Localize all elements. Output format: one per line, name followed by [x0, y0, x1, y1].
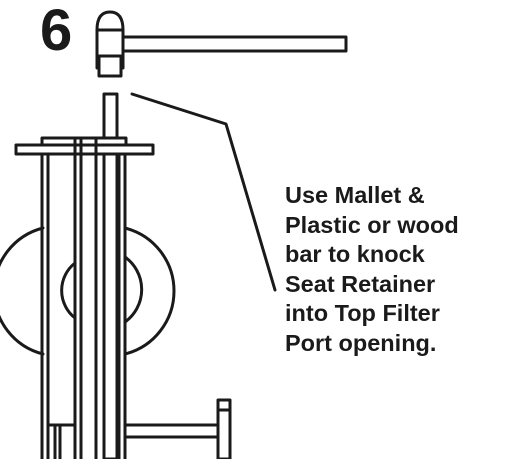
flange-collar — [40, 136, 128, 147]
instruction-line: bar to knock — [285, 241, 425, 267]
instruction-line: Use Mallet & — [285, 182, 425, 208]
mallet-face — [97, 54, 123, 78]
instruction-text: Use Mallet & Plastic or wood bar to knoc… — [285, 181, 525, 358]
instruction-line: Port opening. — [285, 329, 437, 356]
instruction-line: Seat Retainer — [285, 270, 436, 297]
step-number: 6 — [40, 0, 73, 63]
instruction-line: into Top Filter — [285, 300, 440, 326]
leader-line — [130, 92, 277, 292]
housing-body-left-arc — [0, 226, 45, 356]
filter-assembly-icon — [0, 136, 232, 459]
mallet-head — [95, 10, 125, 70]
side-port-flange — [216, 398, 232, 459]
mallet-handle — [121, 35, 348, 53]
mallet-icon — [95, 10, 348, 78]
plastic-bar-icon — [102, 92, 119, 459]
inner-ring-left — [60, 261, 77, 320]
instruction-line: Plastic or wood — [285, 211, 459, 238]
housing-body-right-arc — [123, 226, 176, 356]
inner-ring-right — [123, 255, 144, 324]
